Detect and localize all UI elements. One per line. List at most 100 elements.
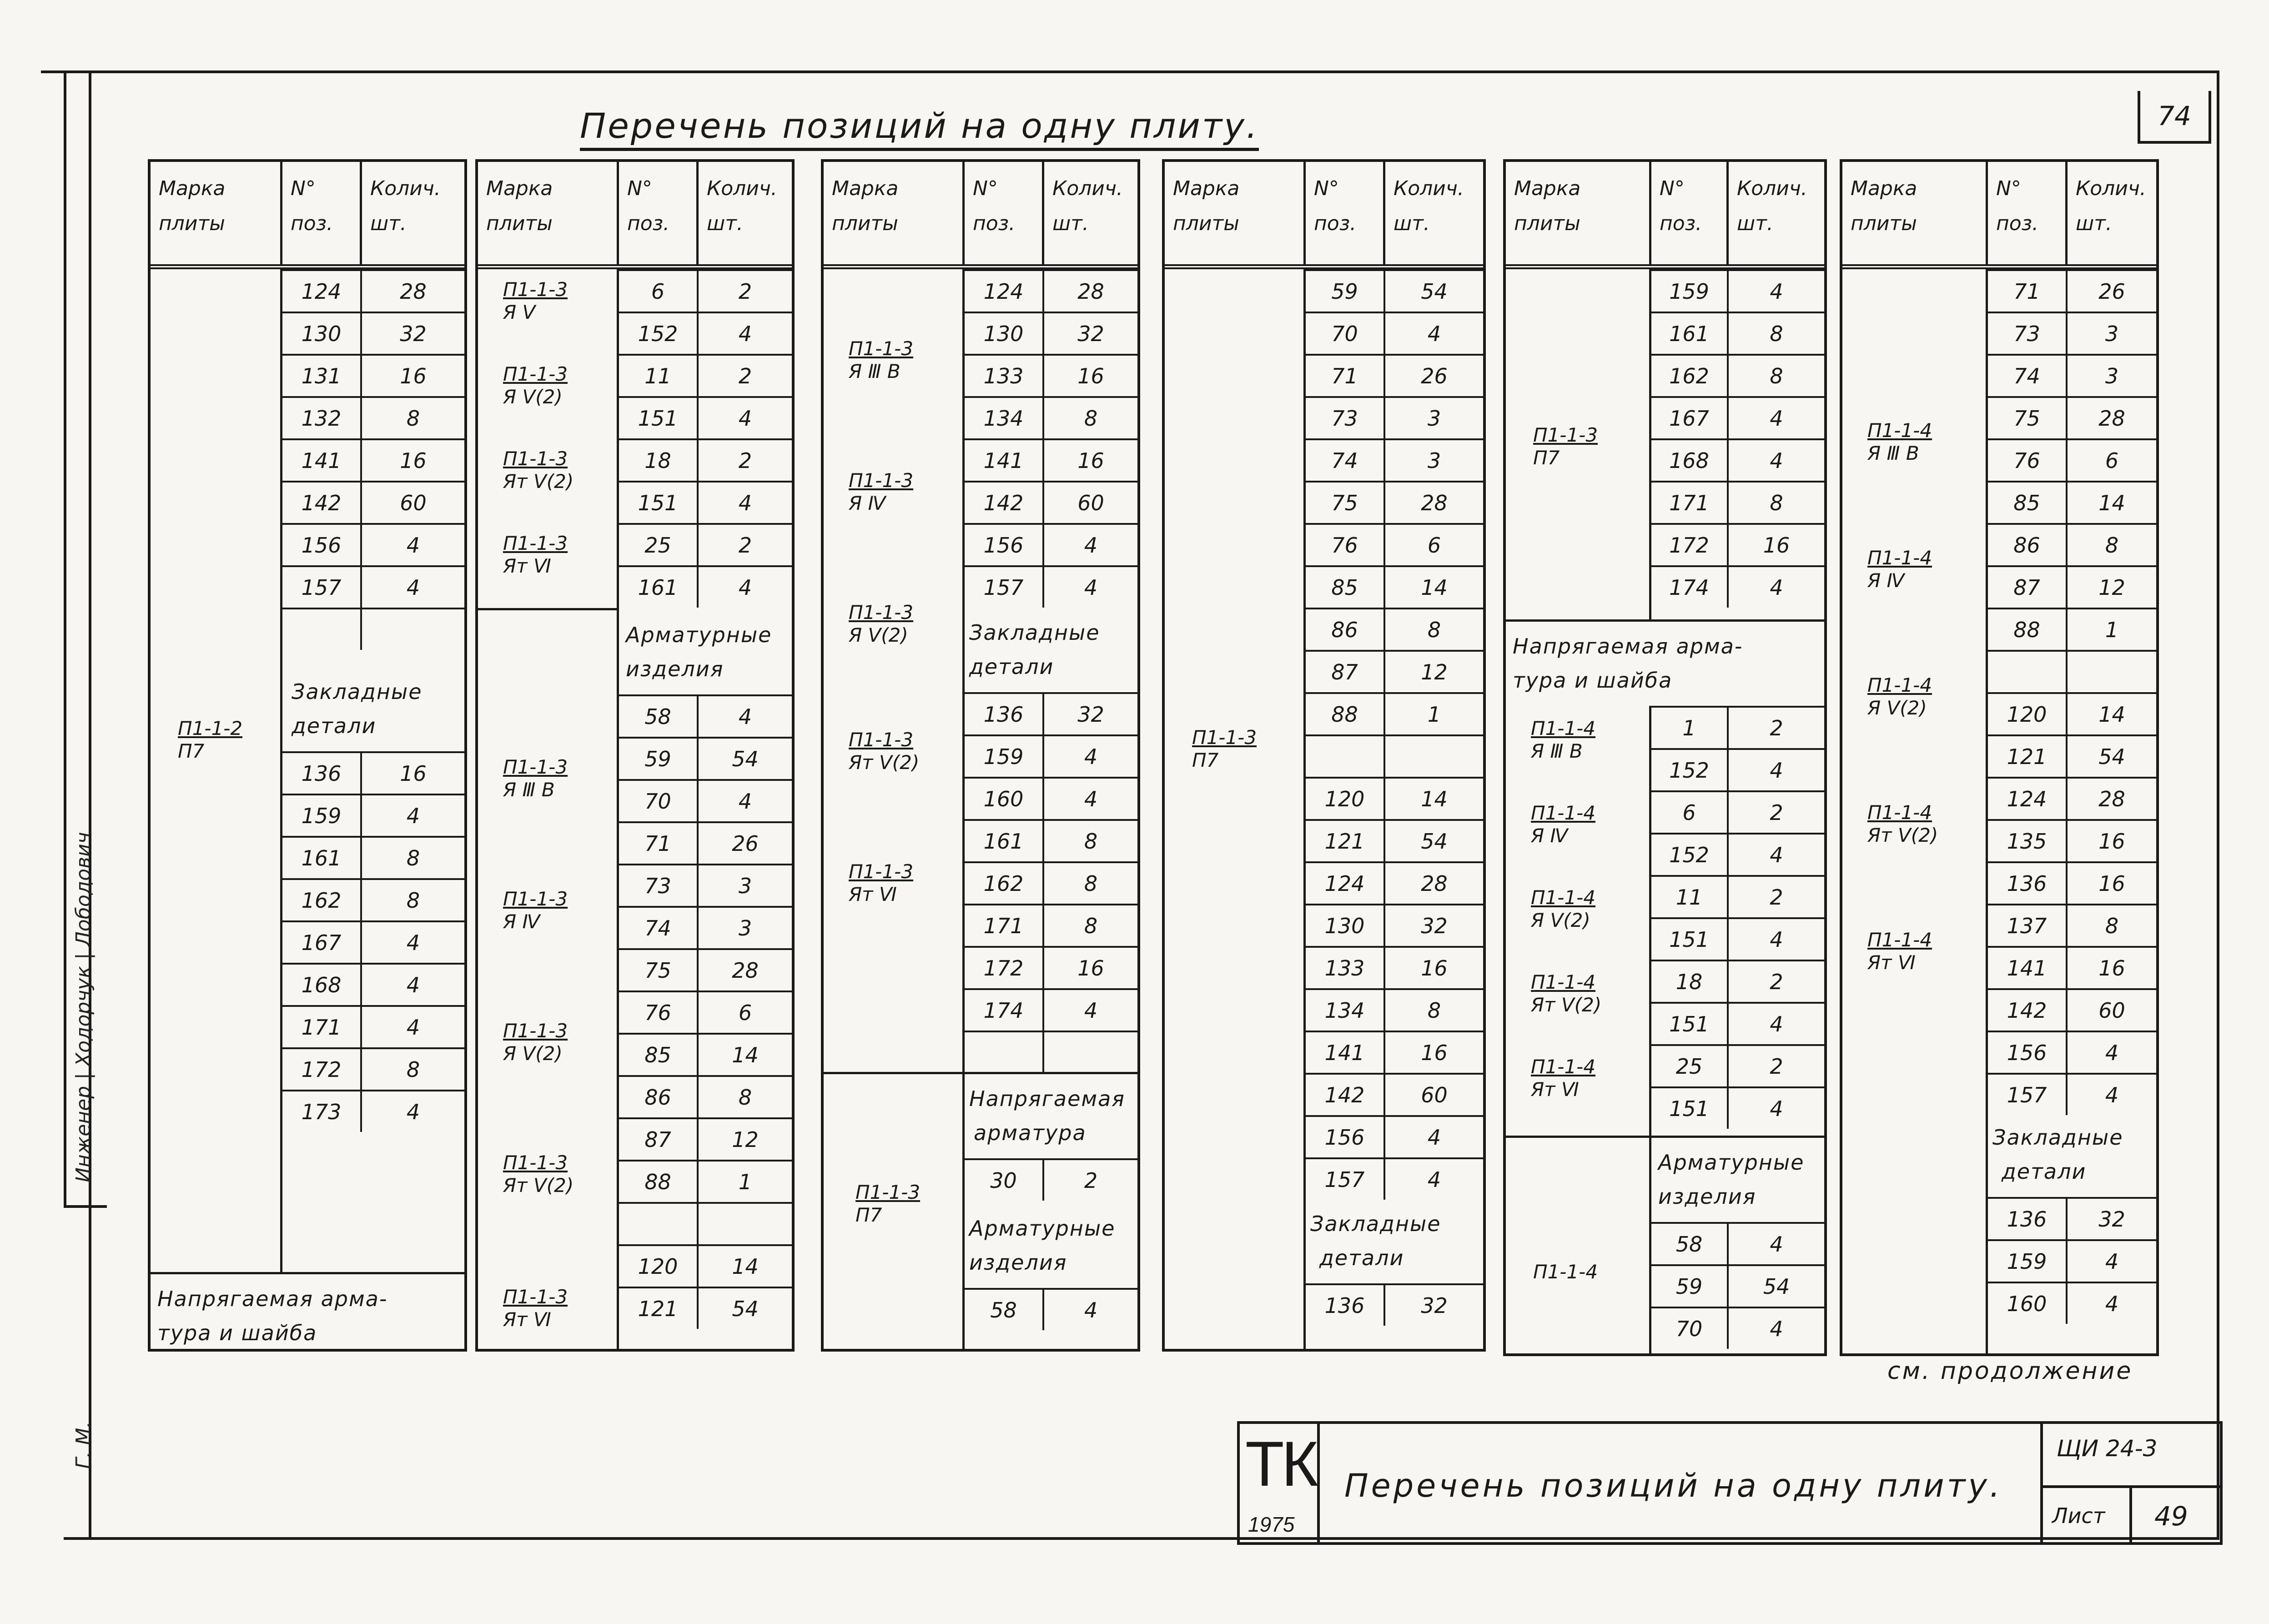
- position-cell: 161: [965, 821, 1044, 861]
- position-cell: 171: [965, 905, 1044, 946]
- quantity-cell: 16: [2098, 871, 2125, 896]
- position-cell: 70: [619, 781, 699, 821]
- divider: [824, 1072, 1137, 1074]
- position-cell: 142: [1988, 990, 2068, 1031]
- plate-mark-type: Я Ⅳ: [1531, 825, 1568, 847]
- position-cell: 156: [282, 525, 362, 565]
- quantity-cell: 60: [2098, 998, 2125, 1023]
- quantity-cell: 12: [732, 1127, 759, 1152]
- section-rebar-label: изделия: [969, 1250, 1067, 1275]
- position-cell: 73: [1306, 398, 1385, 438]
- position-cell: 156: [1988, 1032, 2068, 1073]
- quantity-cell: 14: [1421, 575, 1448, 600]
- plate-mark-code: П1-1-3: [503, 1020, 568, 1042]
- quantity-cell: 4: [2105, 1249, 2119, 1274]
- quantity-cell: 8: [406, 1057, 420, 1082]
- continued-note: см. продолжение: [1887, 1358, 2133, 1385]
- position-cell: 124: [965, 271, 1044, 312]
- quantity-cell: 4: [406, 803, 420, 828]
- position-cell: 168: [282, 965, 362, 1005]
- position-cell: 159: [282, 795, 362, 836]
- quantity-cell: 4: [738, 321, 752, 346]
- position-cell: 161: [282, 838, 362, 878]
- plate-mark-code: П1-1-3: [503, 363, 568, 385]
- position-cell: [282, 609, 362, 650]
- quantity-cell: 4: [1770, 406, 1783, 431]
- quantity-cell: 8: [2105, 913, 2119, 938]
- quantity-cell: 4: [1427, 1125, 1441, 1150]
- plate-mark-code: П1-1-3: [503, 888, 568, 910]
- divider: [1649, 269, 1651, 619]
- position-cell: 6: [1651, 792, 1729, 833]
- frame-bottom-line: [64, 1537, 2219, 1540]
- quantity-cell: 8: [1770, 321, 1783, 346]
- position-cell: 136: [965, 694, 1044, 734]
- quantity-cell: 1: [1427, 702, 1441, 727]
- position-cell: 172: [282, 1049, 362, 1090]
- plate-mark-code: П1-1-3: [503, 532, 568, 554]
- quantity-cell: 4: [2105, 1040, 2119, 1065]
- position-cell: 74: [1988, 356, 2068, 396]
- quantity-cell: 60: [400, 490, 427, 515]
- table-row: [282, 608, 464, 650]
- position-cell: 132: [282, 398, 362, 438]
- quantity-cell: 4: [1770, 842, 1783, 867]
- section-rebar-label: Арматурные: [969, 1216, 1116, 1241]
- section-embedded-label: Закладные: [1992, 1125, 2123, 1150]
- position-cell: 134: [1306, 990, 1385, 1031]
- quantity-cell: 12: [2098, 575, 2125, 600]
- section-prestressed-label: арматура: [974, 1121, 1087, 1145]
- quantity-cell: 16: [1077, 955, 1104, 980]
- position-cell: 157: [965, 567, 1044, 608]
- quantity-cell: 2: [738, 279, 752, 304]
- position-cell: 130: [282, 313, 362, 354]
- quantity-cell: 16: [1077, 363, 1104, 388]
- section-prestressed-label: тура и шайба: [1513, 668, 1673, 693]
- quantity-cell: 4: [1084, 998, 1098, 1023]
- position-cell: 151: [1651, 1004, 1729, 1044]
- plate-mark-type: Ят Ⅵ: [1867, 951, 1916, 974]
- position-cell: 161: [1651, 313, 1729, 354]
- position-cell: 88: [1306, 694, 1385, 734]
- position-cell: 171: [1651, 483, 1729, 523]
- left-strip-line: [64, 70, 66, 1207]
- plate-mark-type: Ят Ⅵ: [849, 883, 897, 906]
- plate-mark-type: Я Ⅴ: [503, 301, 536, 324]
- quantity-cell: 3: [738, 915, 752, 940]
- divider: [1649, 706, 1651, 1136]
- quantity-cell: 28: [2098, 406, 2125, 431]
- position-cell: 130: [1306, 905, 1385, 946]
- quantity-cell: 2: [738, 448, 752, 473]
- divider: [478, 608, 619, 610]
- position-cell: 85: [1988, 483, 2068, 523]
- position-cell: 161: [619, 567, 699, 608]
